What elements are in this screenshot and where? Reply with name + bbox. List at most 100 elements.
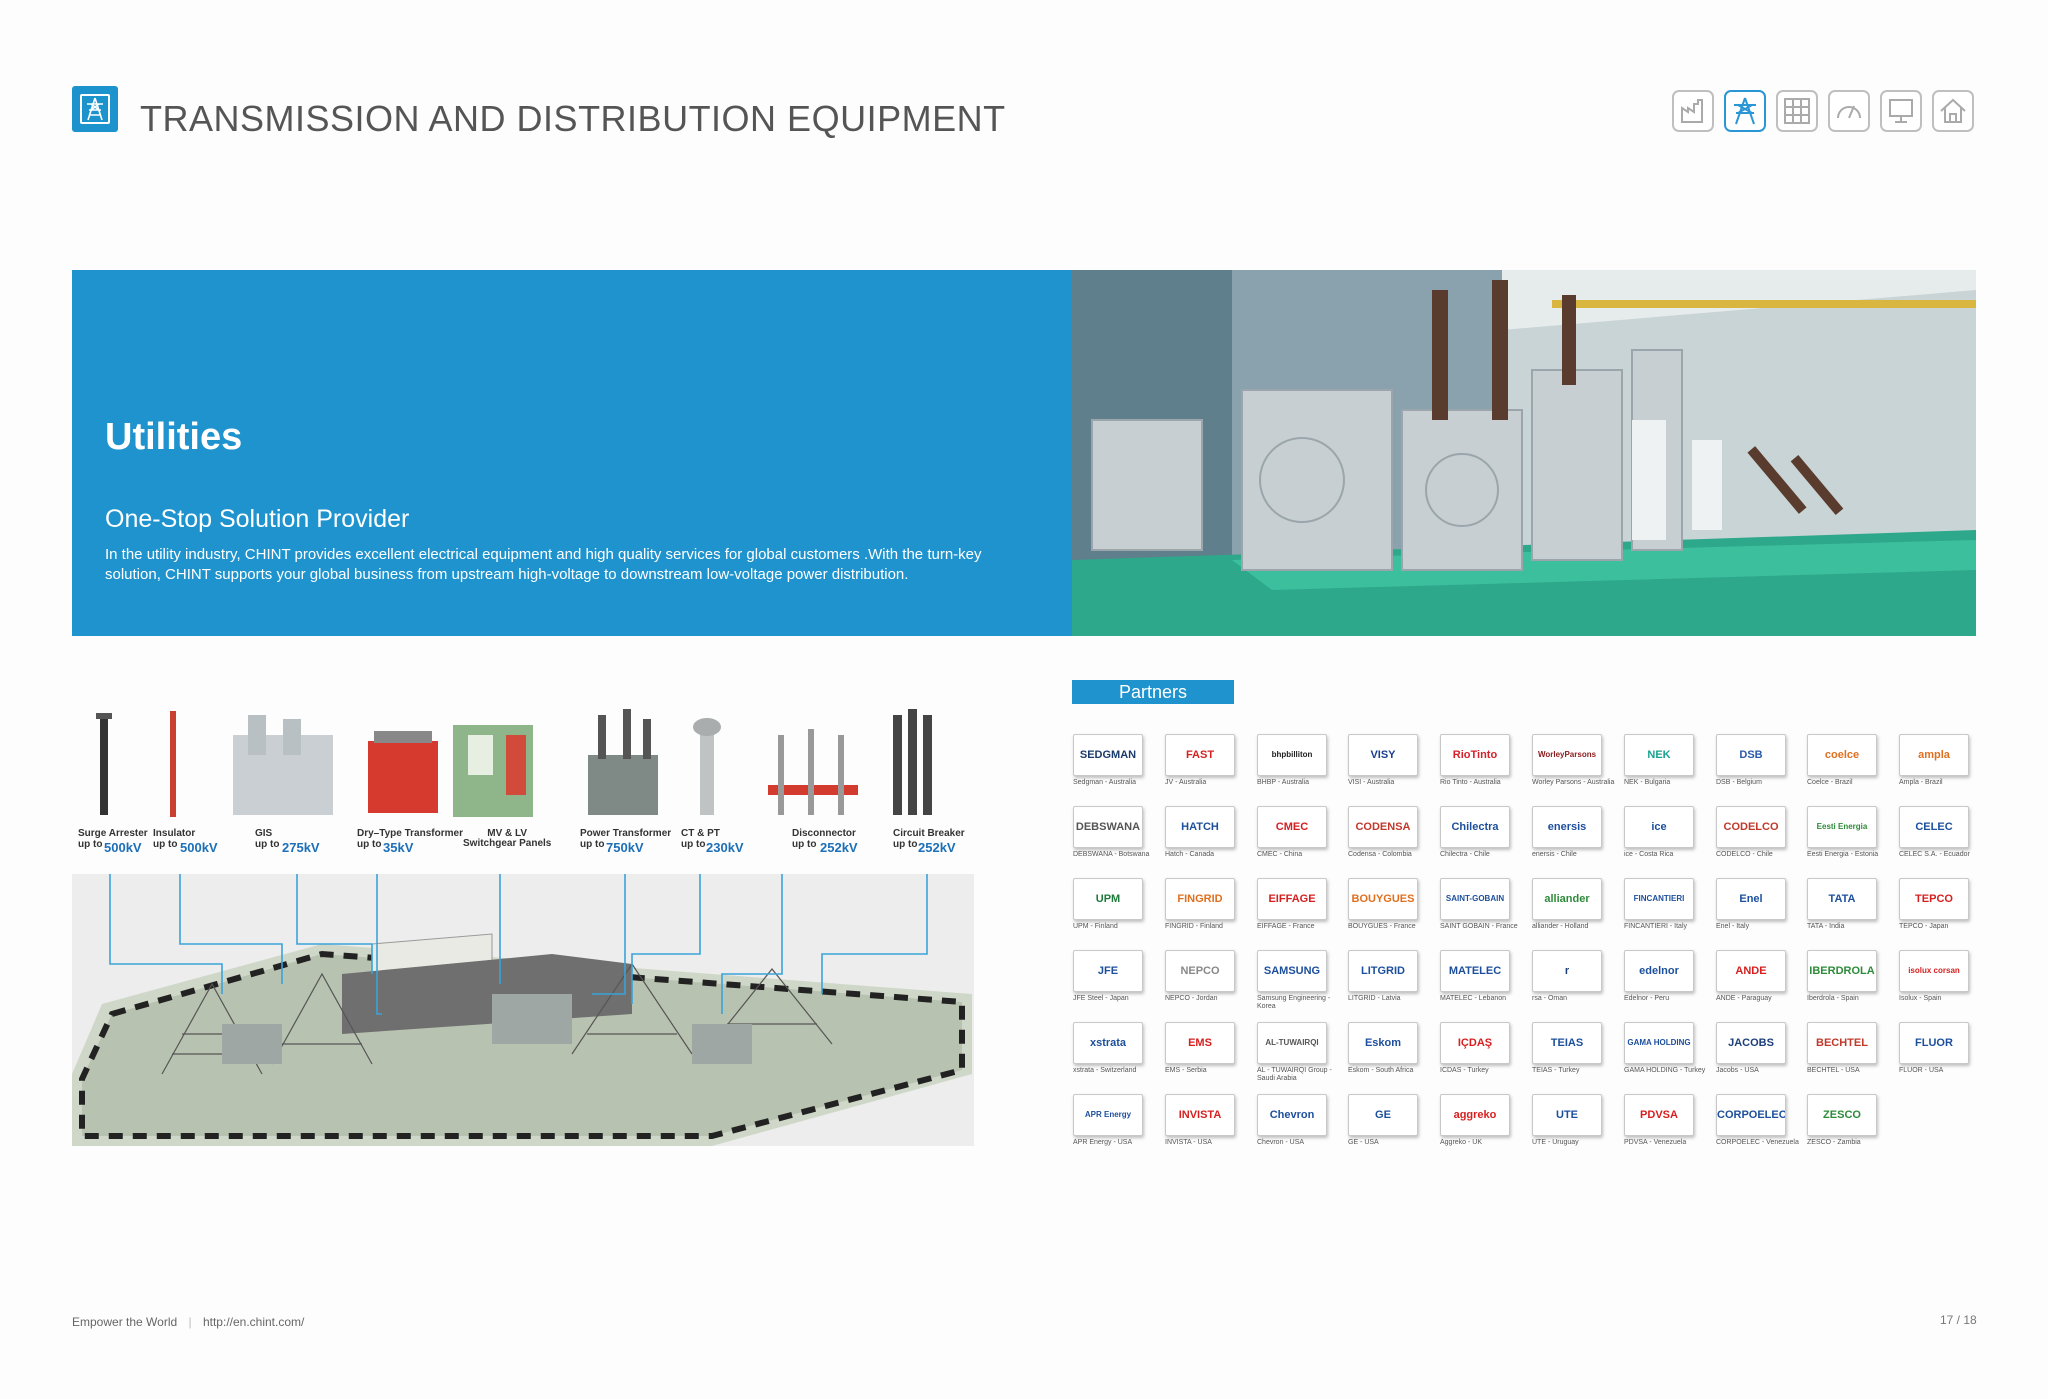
partner-logo: FINGRID (1165, 878, 1235, 920)
partner-caption: JFE Steel - Japan (1073, 995, 1129, 1002)
partner-logo-text: EMS (1188, 1037, 1212, 1049)
partner-logo-text: FAST (1185, 749, 1215, 761)
partner-caption: Isolux - Spain (1899, 995, 1942, 1002)
equipment-label: Power Transformer (580, 828, 672, 839)
partner-caption: DEBSWANA - Botswana (1073, 851, 1150, 858)
partner-logo: TEPCO (1899, 878, 1969, 920)
partner-caption: TEPCO - Japan (1899, 923, 1949, 930)
partner-caption: BHBP - Australia (1257, 779, 1310, 786)
partner-caption: rsa - Oman (1532, 995, 1568, 1002)
partner-logo: Chilectra (1440, 806, 1510, 848)
partner-logo: SAMSUNG (1257, 950, 1327, 992)
partner-logo: PDVSA (1624, 1094, 1694, 1136)
banner-title: Utilities (105, 416, 243, 458)
transmission-tower-icon[interactable] (1724, 90, 1766, 132)
partner-logo: BOUYGUES (1348, 878, 1418, 920)
partner-logo-text: alliander (1544, 893, 1590, 905)
partner-logo-text: RioTinto (1452, 749, 1498, 761)
partner-caption: Ampla - Brazil (1899, 779, 1943, 786)
partner-logo: HATCH (1165, 806, 1235, 848)
partner-logo-text: LITGRID (1361, 965, 1405, 977)
partner-caption: MATELEC - Lebanon (1440, 995, 1507, 1002)
grid-panel-icon[interactable] (1776, 90, 1818, 132)
gauge-icon[interactable] (1828, 90, 1870, 132)
equipment-voltage: 275kV (282, 840, 320, 855)
partner-logo-text: SAMSUNG (1263, 965, 1321, 977)
equipment-label: Dry–Type Transformer (357, 828, 463, 839)
partner-logo: FLUOR (1899, 1022, 1969, 1064)
equipment-voltage: 230kV (706, 840, 744, 855)
partner-logo-text: FINCANTIERI (1633, 894, 1685, 903)
partner-logo-text: APR Energy (1084, 1110, 1132, 1119)
partner-logo-text: aggreko (1453, 1109, 1497, 1121)
partner-logo: xstrata (1073, 1022, 1143, 1064)
home-icon[interactable] (1932, 90, 1974, 132)
partner-logo: TEIAS (1532, 1022, 1602, 1064)
partner-logo-text: TEIAS (1550, 1037, 1584, 1049)
partner-logo: Eesti Energia (1807, 806, 1877, 848)
partner-logo: Enel (1716, 878, 1786, 920)
partner-logo-text: coelce (1824, 749, 1860, 761)
partner-logo-text: FLUOR (1915, 1037, 1953, 1049)
equipment-upto: up to (792, 839, 817, 850)
partner-logo-text: xstrata (1089, 1037, 1127, 1049)
partner-logo-text: DSB (1739, 749, 1763, 761)
partner-logo-text: Eesti Energia (1816, 822, 1868, 831)
partner-logo-text: WorleyParsons (1537, 750, 1597, 759)
partner-caption: UTE - Uruguay (1532, 1139, 1579, 1146)
equipment-upto: up to (681, 839, 706, 850)
factory-icon[interactable] (1672, 90, 1714, 132)
equipment-voltage: 500kV (180, 840, 218, 855)
equipment-upto: up to (357, 839, 382, 850)
partner-logo: ANDE (1716, 950, 1786, 992)
partner-logo: aggreko (1440, 1094, 1510, 1136)
partner-caption: ZESCO - Zambia (1807, 1139, 1861, 1146)
partner-logo-text: BOUYGUES (1351, 893, 1415, 905)
partner-logo-text: TEPCO (1915, 893, 1953, 905)
equipment-label: Surge Arrester (78, 828, 148, 839)
partner-logo: ZESCO (1807, 1094, 1877, 1136)
partner-caption: EIFFAGE - France (1257, 923, 1315, 930)
partner-logo: r (1532, 950, 1602, 992)
partner-logo-text: r (1564, 965, 1570, 977)
partner-logo-text: AL-TUWAIRQI (1265, 1038, 1319, 1047)
partner-logo-text: NEPCO (1180, 965, 1220, 977)
partner-logo: UTE (1532, 1094, 1602, 1136)
partner-logo: SEDGMAN (1073, 734, 1143, 776)
partner-logo-text: VISY (1370, 749, 1396, 761)
equipment-label: GIS (255, 828, 273, 839)
partner-logo: GAMA HOLDING (1624, 1022, 1694, 1064)
partner-logo: DEBSWANA (1073, 806, 1143, 848)
equipment-upto: up to (893, 839, 918, 850)
partner-logo: CODELCO (1716, 806, 1786, 848)
partner-logo: edelnor (1624, 950, 1694, 992)
partner-caption: ice - Costa Rica (1624, 851, 1674, 858)
equipment-label: CT & PT (681, 828, 720, 839)
partner-logo-text: IÇDAŞ (1457, 1037, 1493, 1049)
partner-logo: VISY (1348, 734, 1418, 776)
partner-caption: Rio Tinto - Australia (1440, 779, 1501, 786)
partner-caption: CMEC - China (1257, 851, 1303, 858)
partner-logo-text: enersis (1547, 821, 1587, 833)
partner-caption: INVISTA - USA (1165, 1139, 1212, 1146)
partner-caption: Hatch - Canada (1165, 851, 1215, 858)
partner-logo-text: CODELCO (1723, 821, 1779, 833)
monitor-icon[interactable] (1880, 90, 1922, 132)
footer-url[interactable]: http://en.chint.com/ (202, 1315, 305, 1329)
equipment-voltage: 35kV (383, 840, 414, 855)
partner-caption: FINCANTIERI - Italy (1624, 923, 1688, 930)
partner-logo: LITGRID (1348, 950, 1418, 992)
header-tower-icon (72, 86, 118, 132)
equipment-voltage: 750kV (606, 840, 644, 855)
partner-logo-text: UPM (1095, 893, 1121, 905)
partner-caption: UPM - Finland (1073, 923, 1118, 930)
partner-caption: FINGRID - Finland (1165, 923, 1223, 930)
equipment-upto: up to (255, 839, 280, 850)
partner-logo: TATA (1807, 878, 1877, 920)
partner-logo: CMEC (1257, 806, 1327, 848)
partner-logo-text: Chevron (1269, 1109, 1315, 1121)
footer-separator: | (188, 1315, 192, 1329)
partner-logo: JFE (1073, 950, 1143, 992)
partner-logo: ampla (1899, 734, 1969, 776)
partner-caption: DSB - Belgium (1716, 779, 1762, 786)
